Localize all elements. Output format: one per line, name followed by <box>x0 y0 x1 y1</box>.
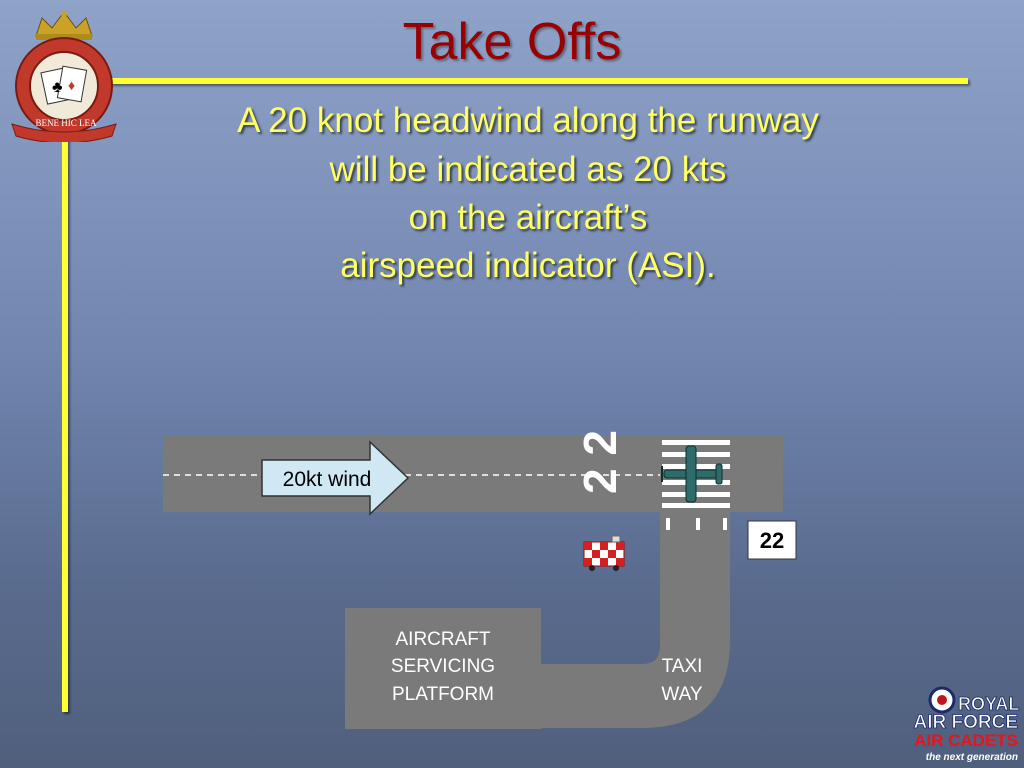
aircraft-icon <box>661 445 723 503</box>
logo-line-tagline: the next generation <box>926 752 1018 763</box>
raf-air-cadets-logo: ROYAL AIR FORCE AIR CADETS the next gene… <box>913 686 1020 763</box>
apron-label-line-1: AIRCRAFT <box>396 629 491 650</box>
apron-label-line-3: PLATFORM <box>392 684 494 705</box>
taxiway-label-line-2: WAY <box>661 684 702 705</box>
logo-line-royal: ROYAL <box>958 694 1019 714</box>
taxiway <box>540 512 730 728</box>
aircraft-servicing-platform <box>345 608 541 729</box>
runway-designator: 2 2 <box>574 430 626 494</box>
taxiway-label-line-1: TAXI <box>662 656 703 677</box>
squadron-crest-logo: ♣ ♦ <box>11 11 117 142</box>
left-vertical-rule <box>62 80 68 712</box>
runway-sign-text: 22 <box>760 528 784 553</box>
runway-sign <box>747 520 797 560</box>
apron-label-line-2: SERVICING <box>391 656 495 677</box>
body-line-3: on the aircraft’s <box>408 198 648 237</box>
wind-arrow-label: 20kt wind <box>283 468 372 491</box>
title-underline-rule <box>60 78 968 84</box>
body-line-4: airspeed indicator (ASI). <box>340 246 716 285</box>
body-line-1: A 20 knot headwind along the runway <box>237 101 819 140</box>
logo-line-air-cadets: AIR CADETS <box>914 731 1018 750</box>
body-line-2: will be indicated as 20 kts <box>329 150 727 189</box>
wind-arrow <box>261 440 410 516</box>
svg-text:♣: ♣ <box>52 79 63 96</box>
logo-line-air-force: AIR FORCE <box>914 712 1019 733</box>
slide-title: Take Offs <box>402 13 622 71</box>
crest-motto: BENE HIC LEA <box>35 118 97 128</box>
svg-text:♦: ♦ <box>68 77 75 93</box>
checkered-vehicle-icon <box>583 535 625 571</box>
